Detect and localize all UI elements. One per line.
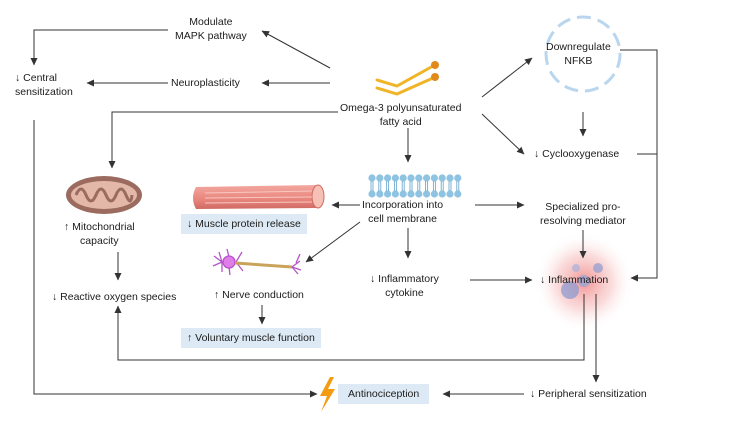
phospholipid-head xyxy=(376,174,384,182)
phospholipid-head xyxy=(368,190,376,198)
arrow-membrane-to-neuron xyxy=(305,221,361,263)
phospholipid-head xyxy=(430,174,438,182)
phospholipid-head xyxy=(391,174,399,182)
node-nerve-conduction: ↑ Nerve conduction xyxy=(214,289,304,301)
arrow-mapk-to-central xyxy=(30,29,168,66)
node-muscle-protein-release: ↓ Muscle protein release xyxy=(181,214,307,234)
arrow-omega3-to-nfkb xyxy=(481,57,533,98)
arrow-inflammation-to-ros xyxy=(114,294,585,361)
phospholipid-head xyxy=(423,174,431,182)
mitochondria-icon xyxy=(66,176,142,214)
phospholipid-head xyxy=(438,174,446,182)
phospholipid-head xyxy=(384,190,392,198)
phospholipid-head xyxy=(446,190,454,198)
phospholipid-head xyxy=(430,190,438,198)
node-spm: Specialized pro-resolving mediator xyxy=(540,201,626,227)
phospholipid-head xyxy=(446,174,454,182)
phospholipid-head xyxy=(384,174,392,182)
node-neuroplasticity: Neuroplasticity xyxy=(171,77,240,89)
phospholipid-head xyxy=(454,190,462,198)
fatty-acid-icon xyxy=(375,61,439,96)
phospholipid-head xyxy=(368,174,376,182)
phospholipid-head xyxy=(454,174,462,182)
phospholipid-head xyxy=(415,174,423,182)
arrow-omega3-to-mapk xyxy=(261,30,331,69)
node-cyclooxygenase: ↓ Cyclooxygenase xyxy=(534,148,620,160)
lightning-icon xyxy=(320,377,335,412)
phospholipid-head xyxy=(399,174,407,182)
phospholipid-head xyxy=(376,190,384,198)
arrow-central-to-antinociception xyxy=(33,120,318,398)
arrow-nfkb-to-inflammation xyxy=(620,49,658,282)
arrow-omega3-to-cox xyxy=(481,113,525,155)
inflammation-icon xyxy=(534,232,634,332)
node-peripheral-sensitization: ↓ Peripheral sensitization xyxy=(530,388,647,400)
connectors xyxy=(30,29,658,398)
node-voluntary-muscle: ↑ Voluntary muscle function xyxy=(181,328,321,348)
phospholipid-head xyxy=(407,190,415,198)
cell-membrane-icon xyxy=(368,174,462,198)
phospholipid-head xyxy=(438,190,446,198)
node-reactive-oxygen: ↓ Reactive oxygen species xyxy=(52,291,177,303)
nfkb-ring xyxy=(544,15,622,93)
muscle-fiber-icon xyxy=(193,184,325,209)
node-inflammation: ↓ Inflammation xyxy=(540,274,609,286)
phospholipid-head xyxy=(399,190,407,198)
neuron-icon xyxy=(212,248,302,276)
phospholipid-head xyxy=(391,190,399,198)
phospholipid-head xyxy=(415,190,423,198)
phospholipid-head xyxy=(423,190,431,198)
phospholipid-head xyxy=(407,174,415,182)
node-antinociception: Antinociception xyxy=(338,384,430,404)
arrow-omega3-to-mitochondria xyxy=(108,111,338,169)
